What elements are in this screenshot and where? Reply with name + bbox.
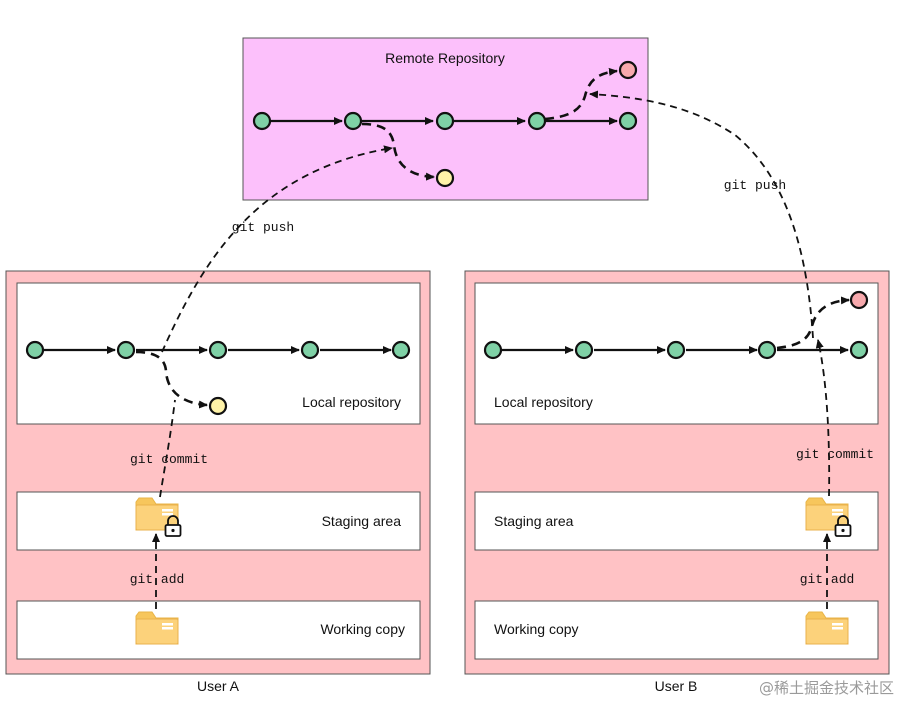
remote-commit-2 (343, 111, 363, 131)
remote-repository-title: Remote Repository (385, 50, 505, 66)
remote-commit-user-a (435, 168, 455, 188)
remote-commit-3 (435, 111, 455, 131)
user-b-git-push-label: git push (724, 178, 786, 193)
user-b-new-commit (849, 290, 869, 310)
user-a-commit-4 (300, 340, 320, 360)
remote-repository: Remote Repository (242, 37, 649, 201)
user-a-staging-area-label: Staging area (322, 513, 402, 529)
user-a-git-add-label: git add (130, 572, 185, 587)
user-b-commit-3 (666, 340, 686, 360)
user-b-area: Local repository Staging area Working co… (464, 90, 890, 694)
user-b-commit-4 (757, 340, 777, 360)
user-b-git-commit-label: git commit (796, 447, 874, 462)
remote-commit-5 (618, 111, 638, 131)
user-a-local-repository-label: Local repository (302, 394, 401, 410)
user-a-staging-area-panel (16, 491, 421, 551)
user-b-local-repository-label: Local repository (494, 394, 593, 410)
user-b-name: User B (655, 678, 698, 694)
user-a-git-push-label: git push (232, 220, 294, 235)
user-a-working-copy-label: Working copy (320, 621, 405, 637)
user-a-working-copy-panel (16, 600, 421, 660)
remote-commit-user-b (618, 60, 638, 80)
user-a-commit-3 (208, 340, 228, 360)
user-b-commit-1 (483, 340, 503, 360)
user-a-area: Local repository Staging area Working co… (5, 145, 431, 694)
remote-commit-4 (527, 111, 547, 131)
user-a-new-commit (208, 396, 228, 416)
watermark: @稀土掘金技术社区 (759, 679, 894, 697)
user-a-commit-2 (116, 340, 136, 360)
user-b-commit-2 (574, 340, 594, 360)
user-b-working-copy-label: Working copy (494, 621, 579, 637)
user-b-git-add-label: git add (800, 572, 855, 587)
user-a-commit-1 (25, 340, 45, 360)
user-b-commit-5 (849, 340, 869, 360)
remote-commit-1 (252, 111, 272, 131)
user-a-name: User A (197, 678, 240, 694)
user-a-commit-5 (391, 340, 411, 360)
user-b-staging-area-label: Staging area (494, 513, 574, 529)
user-a-git-commit-label: git commit (130, 452, 208, 467)
